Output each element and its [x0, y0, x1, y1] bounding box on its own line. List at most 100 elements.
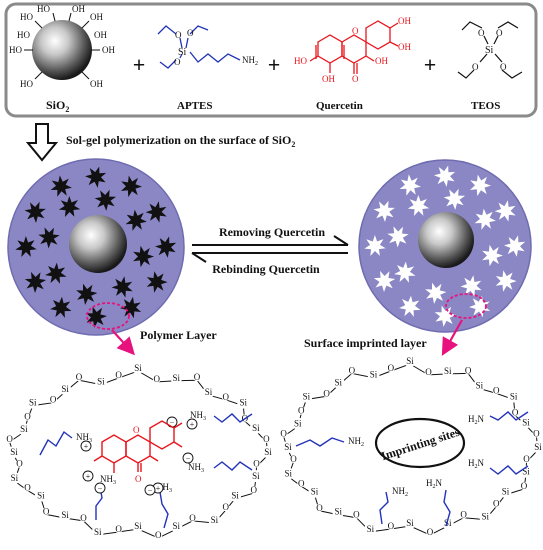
oxygen-atom: O [388, 521, 395, 531]
silicon-atom: Si [37, 491, 45, 501]
atom-backdrop [252, 459, 261, 468]
atom-backdrop [459, 510, 468, 519]
silicon-atom: Si [264, 447, 272, 457]
mip-particle-with-template [7, 158, 185, 336]
aptes-atom: O [187, 28, 194, 38]
oxygen-atom: O [298, 478, 305, 488]
silicon-atom: Si [94, 527, 102, 537]
atom-backdrop [132, 362, 144, 374]
oxygen-atom: O [493, 499, 500, 509]
atom-backdrop [282, 467, 295, 480]
atom-backdrop [75, 373, 83, 382]
aminopropyl-arm [213, 413, 253, 423]
atom-backdrop [202, 386, 215, 399]
silicon-atom: Si [11, 473, 19, 483]
bound-quercetin [93, 420, 183, 473]
oxygen-atom: O [280, 429, 287, 439]
plus-sign: + [133, 52, 146, 77]
charge-marker [182, 452, 194, 464]
silicon-atom: Si [303, 392, 311, 402]
atom-backdrop [386, 522, 395, 530]
silicon-atom: Si [173, 373, 181, 383]
amine-group: NH3 [100, 474, 116, 486]
silicon-atom: Si [444, 518, 452, 528]
oxygen-atom: O [194, 372, 201, 382]
atom-backdrop [249, 486, 258, 495]
template-star [145, 201, 167, 223]
atom-backdrop [249, 421, 262, 434]
aminopropyl-arm [443, 489, 451, 527]
atom-backdrop [532, 441, 543, 453]
atom-backdrop [170, 520, 183, 533]
polymer-layer-label: Polymer Layer [140, 328, 217, 342]
oxygen-atom: O [323, 388, 330, 398]
template-star [111, 276, 133, 298]
amine-group: H2N [468, 458, 485, 470]
silicon-atom: Si [311, 487, 319, 497]
atom-backdrop [237, 396, 250, 409]
charge-marker [144, 484, 156, 496]
silicon-atom: Si [476, 381, 484, 391]
teos-atom: O [496, 28, 503, 38]
imprinted-cavities [364, 165, 526, 327]
oxygen-atom: O [523, 454, 530, 464]
quercetin-atom: HO [294, 56, 307, 66]
atom-backdrop [492, 499, 501, 508]
atom-backdrop [114, 371, 123, 379]
cavity-star [494, 200, 516, 222]
atom-backdrop [332, 376, 345, 389]
cavity-star [470, 174, 491, 197]
atom-backdrop [520, 416, 532, 429]
oxygen-atom: O [298, 406, 305, 416]
oxygen-atom: O [115, 524, 122, 534]
template-star [121, 175, 142, 198]
charge-marker [80, 440, 92, 452]
atom-backdrop [229, 489, 242, 502]
quercetin-templates [15, 166, 177, 328]
charge-sign: − [148, 486, 153, 495]
atom-backdrop [249, 470, 262, 483]
cavity-star [425, 282, 447, 304]
silica-group: OH [90, 79, 103, 89]
oxygen-atom: O [24, 412, 31, 422]
silicon-atom: Si [29, 398, 37, 408]
silica-group: HO [17, 30, 30, 40]
cavity-star [469, 295, 491, 318]
silicon-atom: Si [173, 521, 181, 531]
atom-backdrop [522, 454, 531, 463]
charge-sign: + [86, 472, 91, 481]
silica-group: OH [90, 12, 103, 22]
cavity-star [482, 244, 503, 267]
template-star [155, 236, 177, 258]
oxygen-atom: O [493, 385, 500, 395]
atom-backdrop [297, 406, 306, 415]
aminopropyl-arm [213, 461, 253, 471]
cavity-star [504, 235, 526, 257]
silicon-atom: Si [481, 512, 489, 522]
atom-backdrop [94, 375, 107, 388]
template-star [50, 296, 72, 318]
silicon-atom: Si [522, 417, 530, 427]
oxygen-atom: O [349, 365, 356, 375]
down-arrow [25, 123, 59, 162]
quercetin-atom: OH [398, 16, 411, 26]
template-star [24, 201, 46, 223]
cavity-star [443, 188, 466, 210]
surface-layer-label: Surface imprinted layer [304, 336, 427, 350]
atom-backdrop [426, 527, 434, 536]
aminopropyl-arm [489, 411, 529, 421]
cavity-star [495, 270, 517, 292]
template-star [85, 306, 107, 328]
amine-group: NH3 [188, 462, 204, 474]
charge-sign: + [190, 420, 195, 429]
atom-backdrop [42, 507, 51, 516]
oxygen-atom: O [460, 510, 467, 520]
quercetin-label: Quercetin [316, 100, 363, 112]
removing-label: Removing Quercetin [219, 225, 325, 239]
reactant-box [4, 2, 538, 118]
silicon-atom: Si [10, 447, 18, 457]
quercetin-molecule: OH OH HO O OH OH O Quercetin [294, 16, 411, 112]
teos-molecule: O O Si O O TEOS [457, 21, 523, 112]
